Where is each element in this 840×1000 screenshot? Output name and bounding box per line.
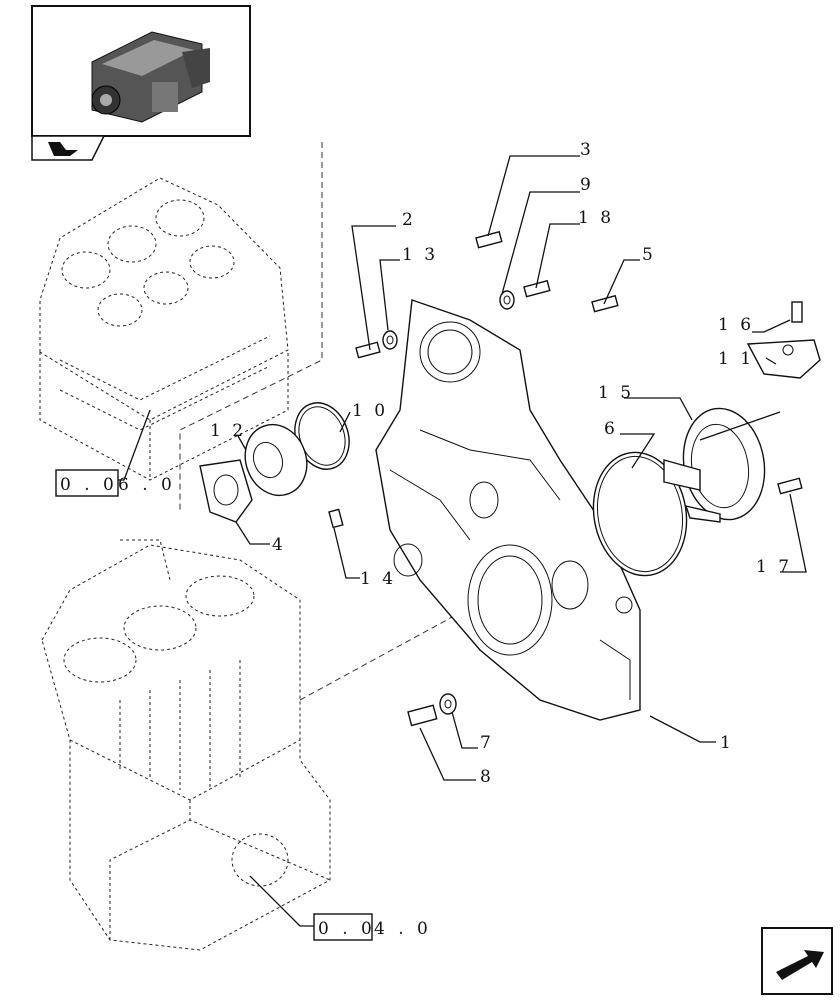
callout-7: 7	[480, 733, 494, 753]
callout-6: 6	[604, 419, 618, 439]
plug-8	[407, 704, 438, 727]
leader-lines	[108, 155, 807, 927]
block-section-reference[interactable]: 0 . 0 4 . 0	[313, 913, 432, 941]
callout-18: 1 8	[578, 208, 614, 228]
engine-thumbnail-icon[interactable]	[31, 5, 251, 137]
head-ref-rest: 6 . 0	[118, 475, 176, 495]
callout-16: 1 6	[718, 315, 754, 335]
screw-2	[355, 341, 381, 359]
block-ref-boxed: 0 . 0	[318, 919, 376, 939]
callout-12: 1 2	[210, 421, 246, 441]
bracket-11	[746, 339, 821, 379]
callout-2: 2	[402, 210, 416, 230]
screw-18	[523, 279, 551, 298]
callout-9: 9	[580, 175, 594, 195]
cylinder-head-ghost	[39, 177, 289, 481]
next-page-arrow-icon[interactable]	[761, 927, 833, 995]
washer-7	[439, 693, 457, 715]
callout-17: 1 7	[756, 557, 792, 577]
callout-13: 1 3	[402, 245, 438, 265]
block-ref-rest: 4 . 0	[374, 919, 432, 939]
head-ref-boxed: 0 . 0	[60, 475, 118, 495]
callout-3: 3	[580, 140, 594, 160]
screw-5	[591, 294, 619, 313]
callout-1: 1	[720, 733, 734, 753]
callout-5: 5	[642, 245, 656, 265]
gasket-4	[199, 459, 253, 523]
callout-8: 8	[480, 767, 494, 787]
gear-housing-cover	[375, 299, 641, 721]
stud-14	[328, 508, 344, 529]
screw-3	[475, 230, 503, 249]
callout-labels: 1 2 3 4 5 6 7 8 9 1 0 1 1 1 2 1 3 1 4 1 …	[210, 140, 792, 787]
head-section-reference[interactable]: 0 . 0 6 . 0	[55, 469, 176, 497]
oil-seal-12	[244, 423, 308, 497]
washer-9	[499, 290, 515, 310]
book-tab-icon[interactable]	[31, 135, 106, 161]
callout-11: 1 1	[718, 349, 754, 369]
callout-15: 1 5	[598, 383, 634, 403]
washer-13	[382, 330, 398, 350]
callout-14: 1 4	[360, 569, 396, 589]
screw-16	[791, 301, 803, 323]
screw-17	[777, 477, 803, 495]
flange-15	[663, 407, 766, 523]
callout-10: 1 0	[352, 401, 388, 421]
alignment-axis-line	[299, 579, 521, 701]
callout-4: 4	[272, 535, 286, 555]
engine-block-ghost	[41, 539, 331, 951]
